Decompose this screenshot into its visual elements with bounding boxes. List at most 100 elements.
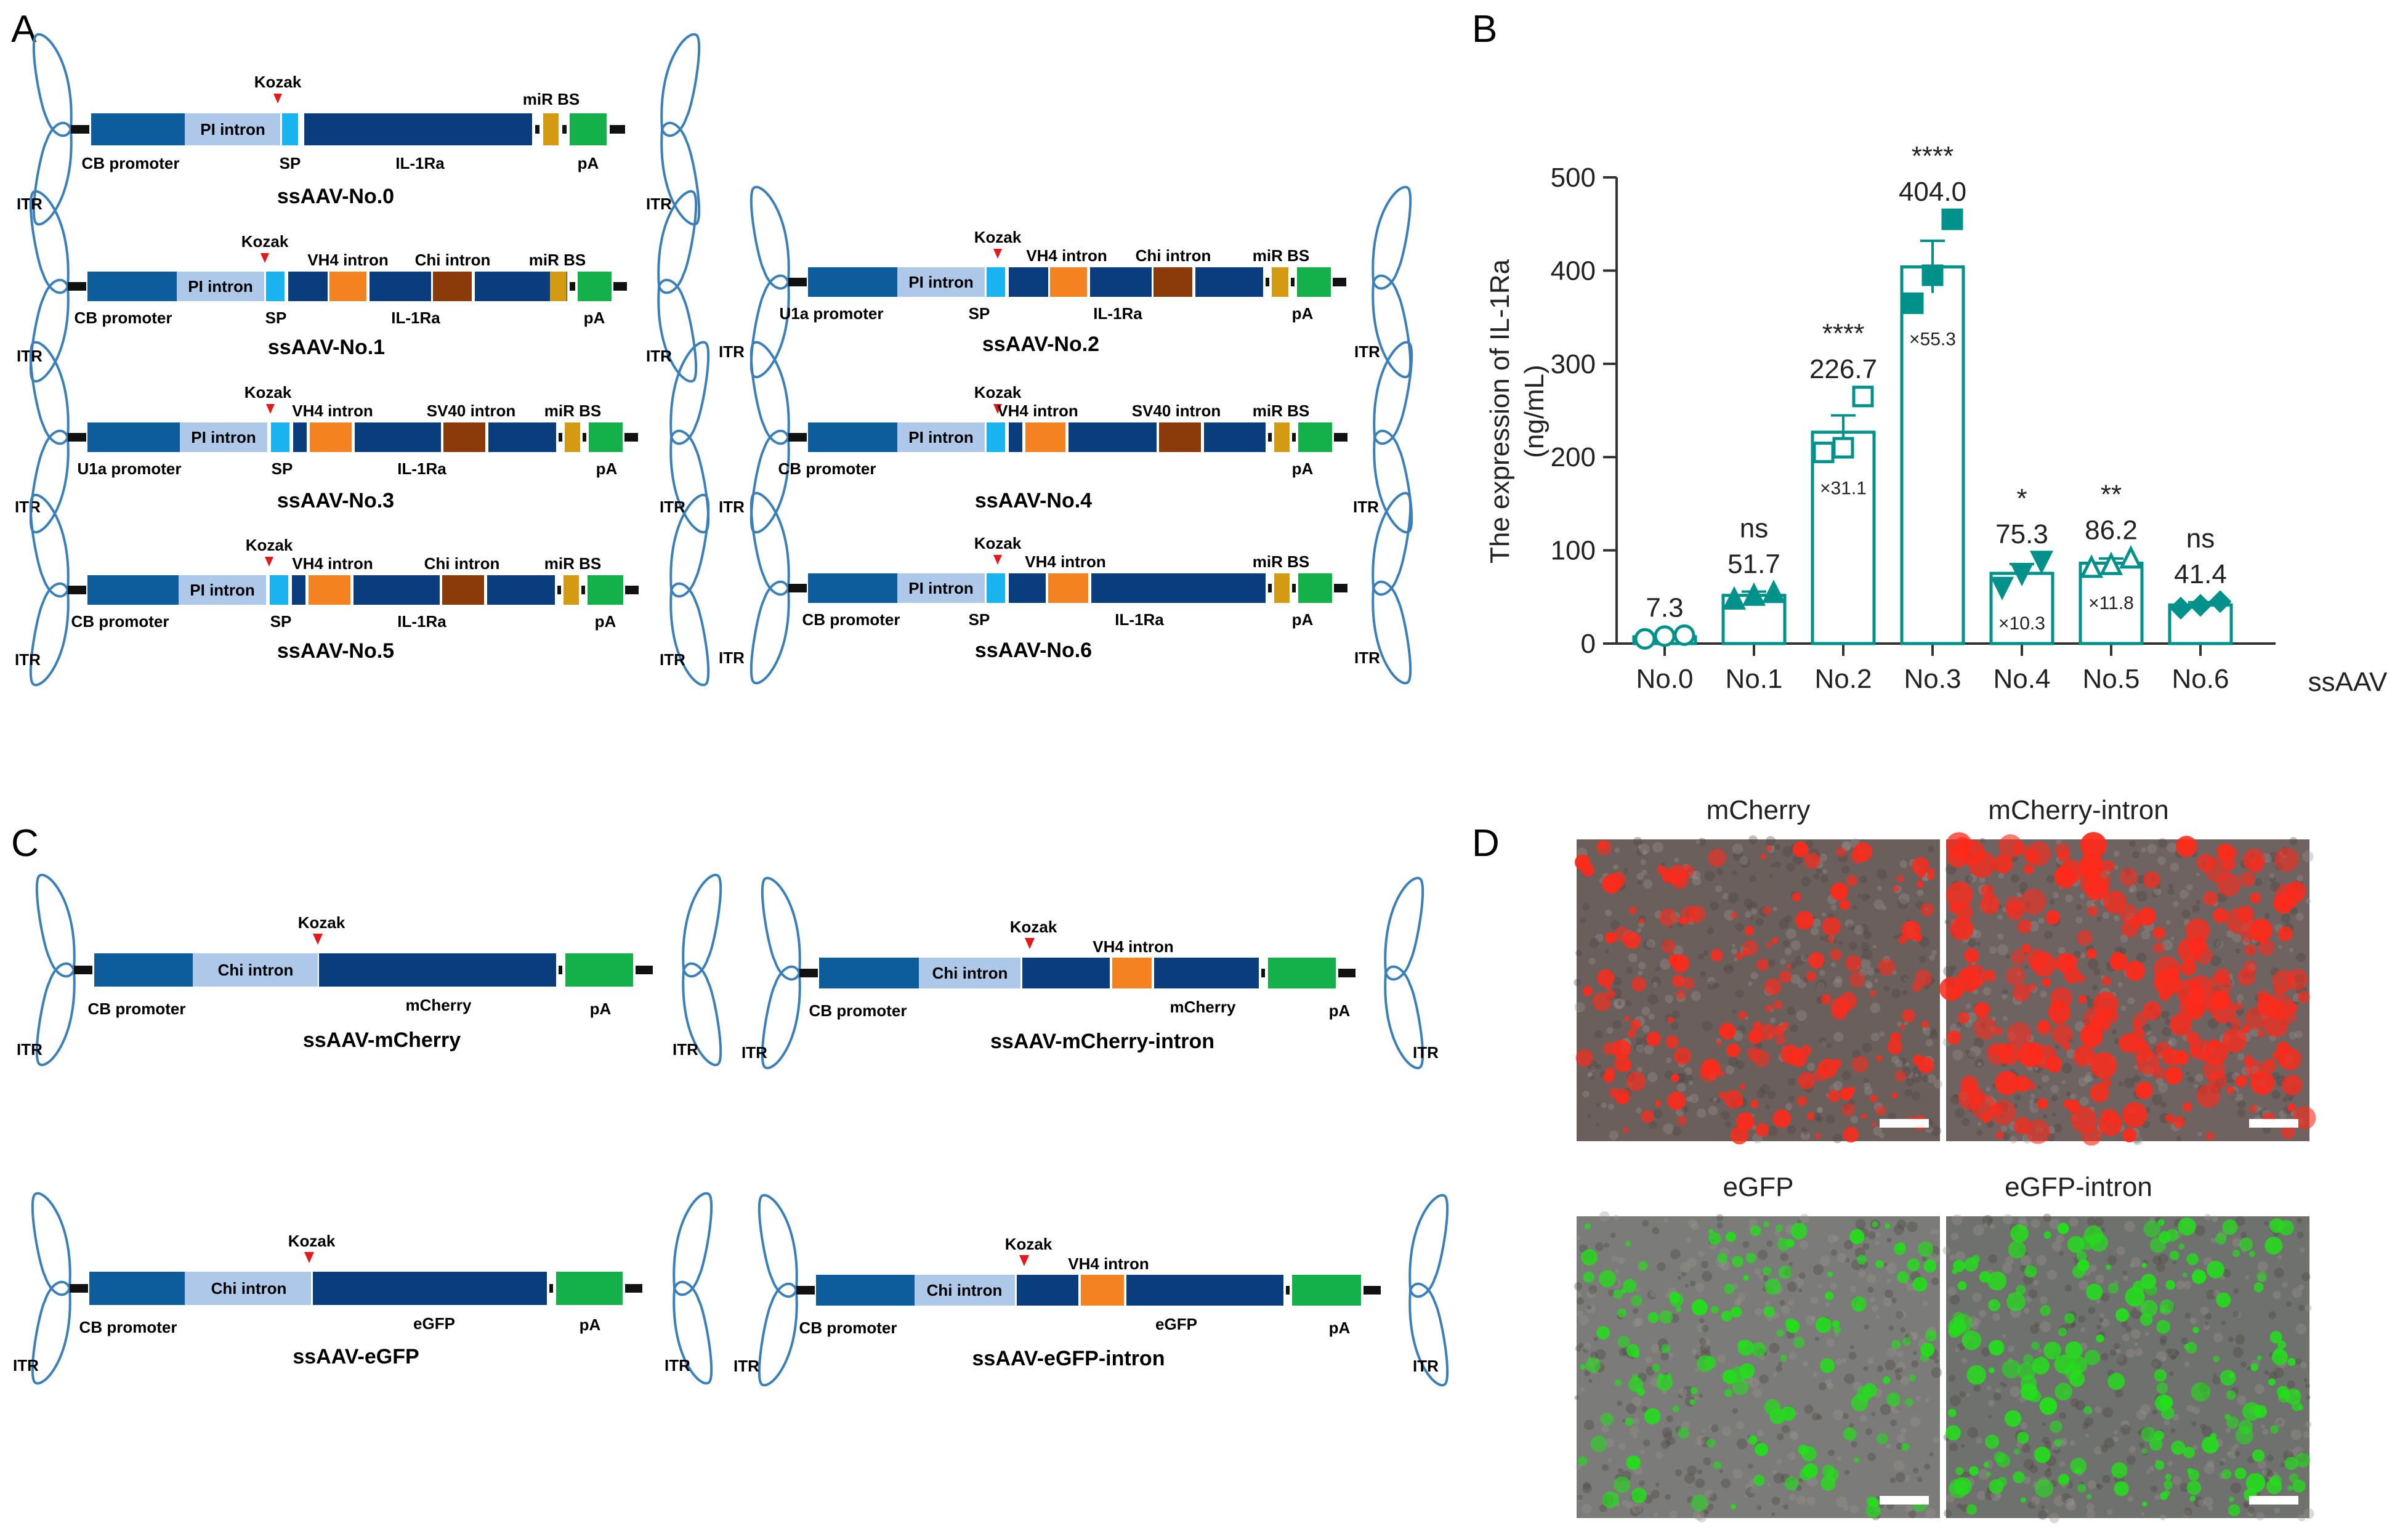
pa-label: pA xyxy=(578,154,599,172)
panel-a-constructs: PI intron Kozak miR BS CB promoter SP IL… xyxy=(15,33,1413,687)
construct-name: ssAAV-mCherry xyxy=(303,1028,461,1052)
construct-name: ssAAV-eGFP xyxy=(293,1345,419,1368)
panel-letter-c: C xyxy=(11,822,39,865)
vh4-intron-label: VH4 intron xyxy=(1093,937,1173,956)
gene-label: mCherry xyxy=(406,996,472,1014)
value-label: 86.2 xyxy=(2085,515,2138,546)
pa-label: pA xyxy=(1292,610,1314,629)
construct-name: ssAAV-No.5 xyxy=(277,639,394,663)
image-title-mcherry-intron: mCherry-intron xyxy=(1988,795,2168,825)
itr-right-label: ITR xyxy=(646,195,672,213)
gene-label: IL-1Ra xyxy=(1093,304,1142,323)
pa-label: pA xyxy=(1329,1319,1351,1337)
itr-right-label: ITR xyxy=(660,650,685,669)
kozak-label: Kozak xyxy=(974,228,1022,246)
panel-letter-d: D xyxy=(1472,822,1500,865)
itr-left-label: ITR xyxy=(719,342,745,361)
chi-intron-label: Chi intron xyxy=(218,961,294,979)
construct-no0: PI intron Kozak miR BS CB promoter SP IL… xyxy=(17,33,701,226)
mir-bs-label: miR BS xyxy=(1253,246,1309,265)
itr-right-label: ITR xyxy=(1353,498,1379,516)
data-point xyxy=(2010,562,2034,587)
gene-label: IL-1Ra xyxy=(1115,610,1164,629)
value-label: 226.7 xyxy=(1809,354,1877,384)
significance-label: **** xyxy=(1822,318,1865,349)
value-label: 7.3 xyxy=(1646,592,1683,623)
fold-change-label: ×10.3 xyxy=(1998,613,2045,634)
image-title-egfp-intron: eGFP-intron xyxy=(2005,1172,2152,1202)
kozak-arrow-icon xyxy=(1025,938,1035,949)
promoter-label: CB promoter xyxy=(88,1000,186,1018)
pi-intron-label: PI intron xyxy=(200,120,265,139)
itr-left-label: ITR xyxy=(17,1040,42,1059)
fold-change-label: ×11.8 xyxy=(2088,593,2134,613)
sp-label: SP xyxy=(969,304,990,323)
fluorescence-signal xyxy=(1578,1221,1937,1518)
pa-label: pA xyxy=(1329,1001,1351,1020)
data-point xyxy=(2119,545,2143,569)
data-point xyxy=(2099,551,2123,575)
sp-label: SP xyxy=(280,154,301,172)
chi-intron-label: Chi intron xyxy=(932,964,1008,982)
mir-bs-label: miR BS xyxy=(1253,402,1309,420)
significance-label: ns xyxy=(1740,514,1768,544)
mir-bs-label: miR BS xyxy=(544,402,601,420)
gene-label: mCherry xyxy=(1170,998,1236,1016)
chi-intron-label: Chi intron xyxy=(211,1279,287,1298)
data-point xyxy=(1742,582,1766,606)
gene-label: eGFP xyxy=(1155,1315,1197,1333)
data-point xyxy=(1852,386,1874,408)
kozak-label: Kozak xyxy=(974,534,1022,552)
kozak-label: Kozak xyxy=(298,913,345,932)
pi-intron-label: PI intron xyxy=(188,277,253,296)
itr-right-label: ITR xyxy=(660,498,685,516)
fluorescence-signal xyxy=(1945,1217,2311,1517)
x-tick-label: No.2 xyxy=(1815,664,1872,694)
panel-c-constructs: Chi intron Kozak CB promoter mCherry pA … xyxy=(13,873,1449,1387)
data-point xyxy=(1812,442,1835,464)
bar xyxy=(1900,265,1965,645)
micrograph-egfp-intron xyxy=(1942,1213,2314,1524)
data-point xyxy=(1673,624,1695,646)
chi-intron-label: Chi intron xyxy=(1136,246,1211,265)
kozak-arrow-icon xyxy=(1019,1255,1029,1266)
kozak-arrow-icon xyxy=(266,404,275,414)
value-label: 404.0 xyxy=(1899,177,1966,207)
itr-left-label: ITR xyxy=(741,1043,767,1062)
scale-bar xyxy=(2249,1119,2298,1128)
promoter-label: U1a promoter xyxy=(77,459,181,478)
y-tick-label: 500 xyxy=(1551,163,1596,193)
construct-name: ssAAV-No.6 xyxy=(975,639,1092,662)
data-point xyxy=(1761,580,1786,604)
promoter-label: CB promoter xyxy=(778,459,876,478)
construct-name: ssAAV-eGFP-intron xyxy=(972,1347,1165,1370)
sp-label: SP xyxy=(270,612,292,631)
itr-right-label: ITR xyxy=(1413,1043,1439,1062)
kozak-arrow-icon xyxy=(273,94,282,103)
construct-name: ssAAV-No.4 xyxy=(975,489,1092,512)
sv40-intron-label: SV40 intron xyxy=(1132,402,1221,420)
kozak-label: Kozak xyxy=(241,232,289,251)
itr-right-label: ITR xyxy=(1354,342,1380,361)
kozak-arrow-icon xyxy=(261,253,269,263)
kozak-label: Kozak xyxy=(1005,1235,1052,1253)
y-tick-label: 400 xyxy=(1551,256,1596,286)
pa-label: pA xyxy=(1292,304,1314,323)
pa-label: pA xyxy=(596,459,618,478)
itr-left-label: ITR xyxy=(13,1356,39,1375)
data-point xyxy=(2079,554,2104,578)
kozak-arrow-icon xyxy=(993,555,1002,565)
construct-no2: PI intron Kozak VH4 intron Chi intron mi… xyxy=(719,185,1412,379)
construct-name: ssAAV-No.0 xyxy=(277,185,394,208)
pi-intron-label: PI intron xyxy=(908,428,973,446)
significance-label: ns xyxy=(2186,523,2215,554)
vh4-intron-label: VH4 intron xyxy=(1025,552,1105,571)
x-tick-label: No.6 xyxy=(2172,664,2229,694)
kozak-label: Kozak xyxy=(254,73,302,91)
pi-intron-label: PI intron xyxy=(908,273,973,291)
significance-label: * xyxy=(2016,483,2027,514)
y-axis-unit: (ng/mL) xyxy=(1519,365,1549,458)
